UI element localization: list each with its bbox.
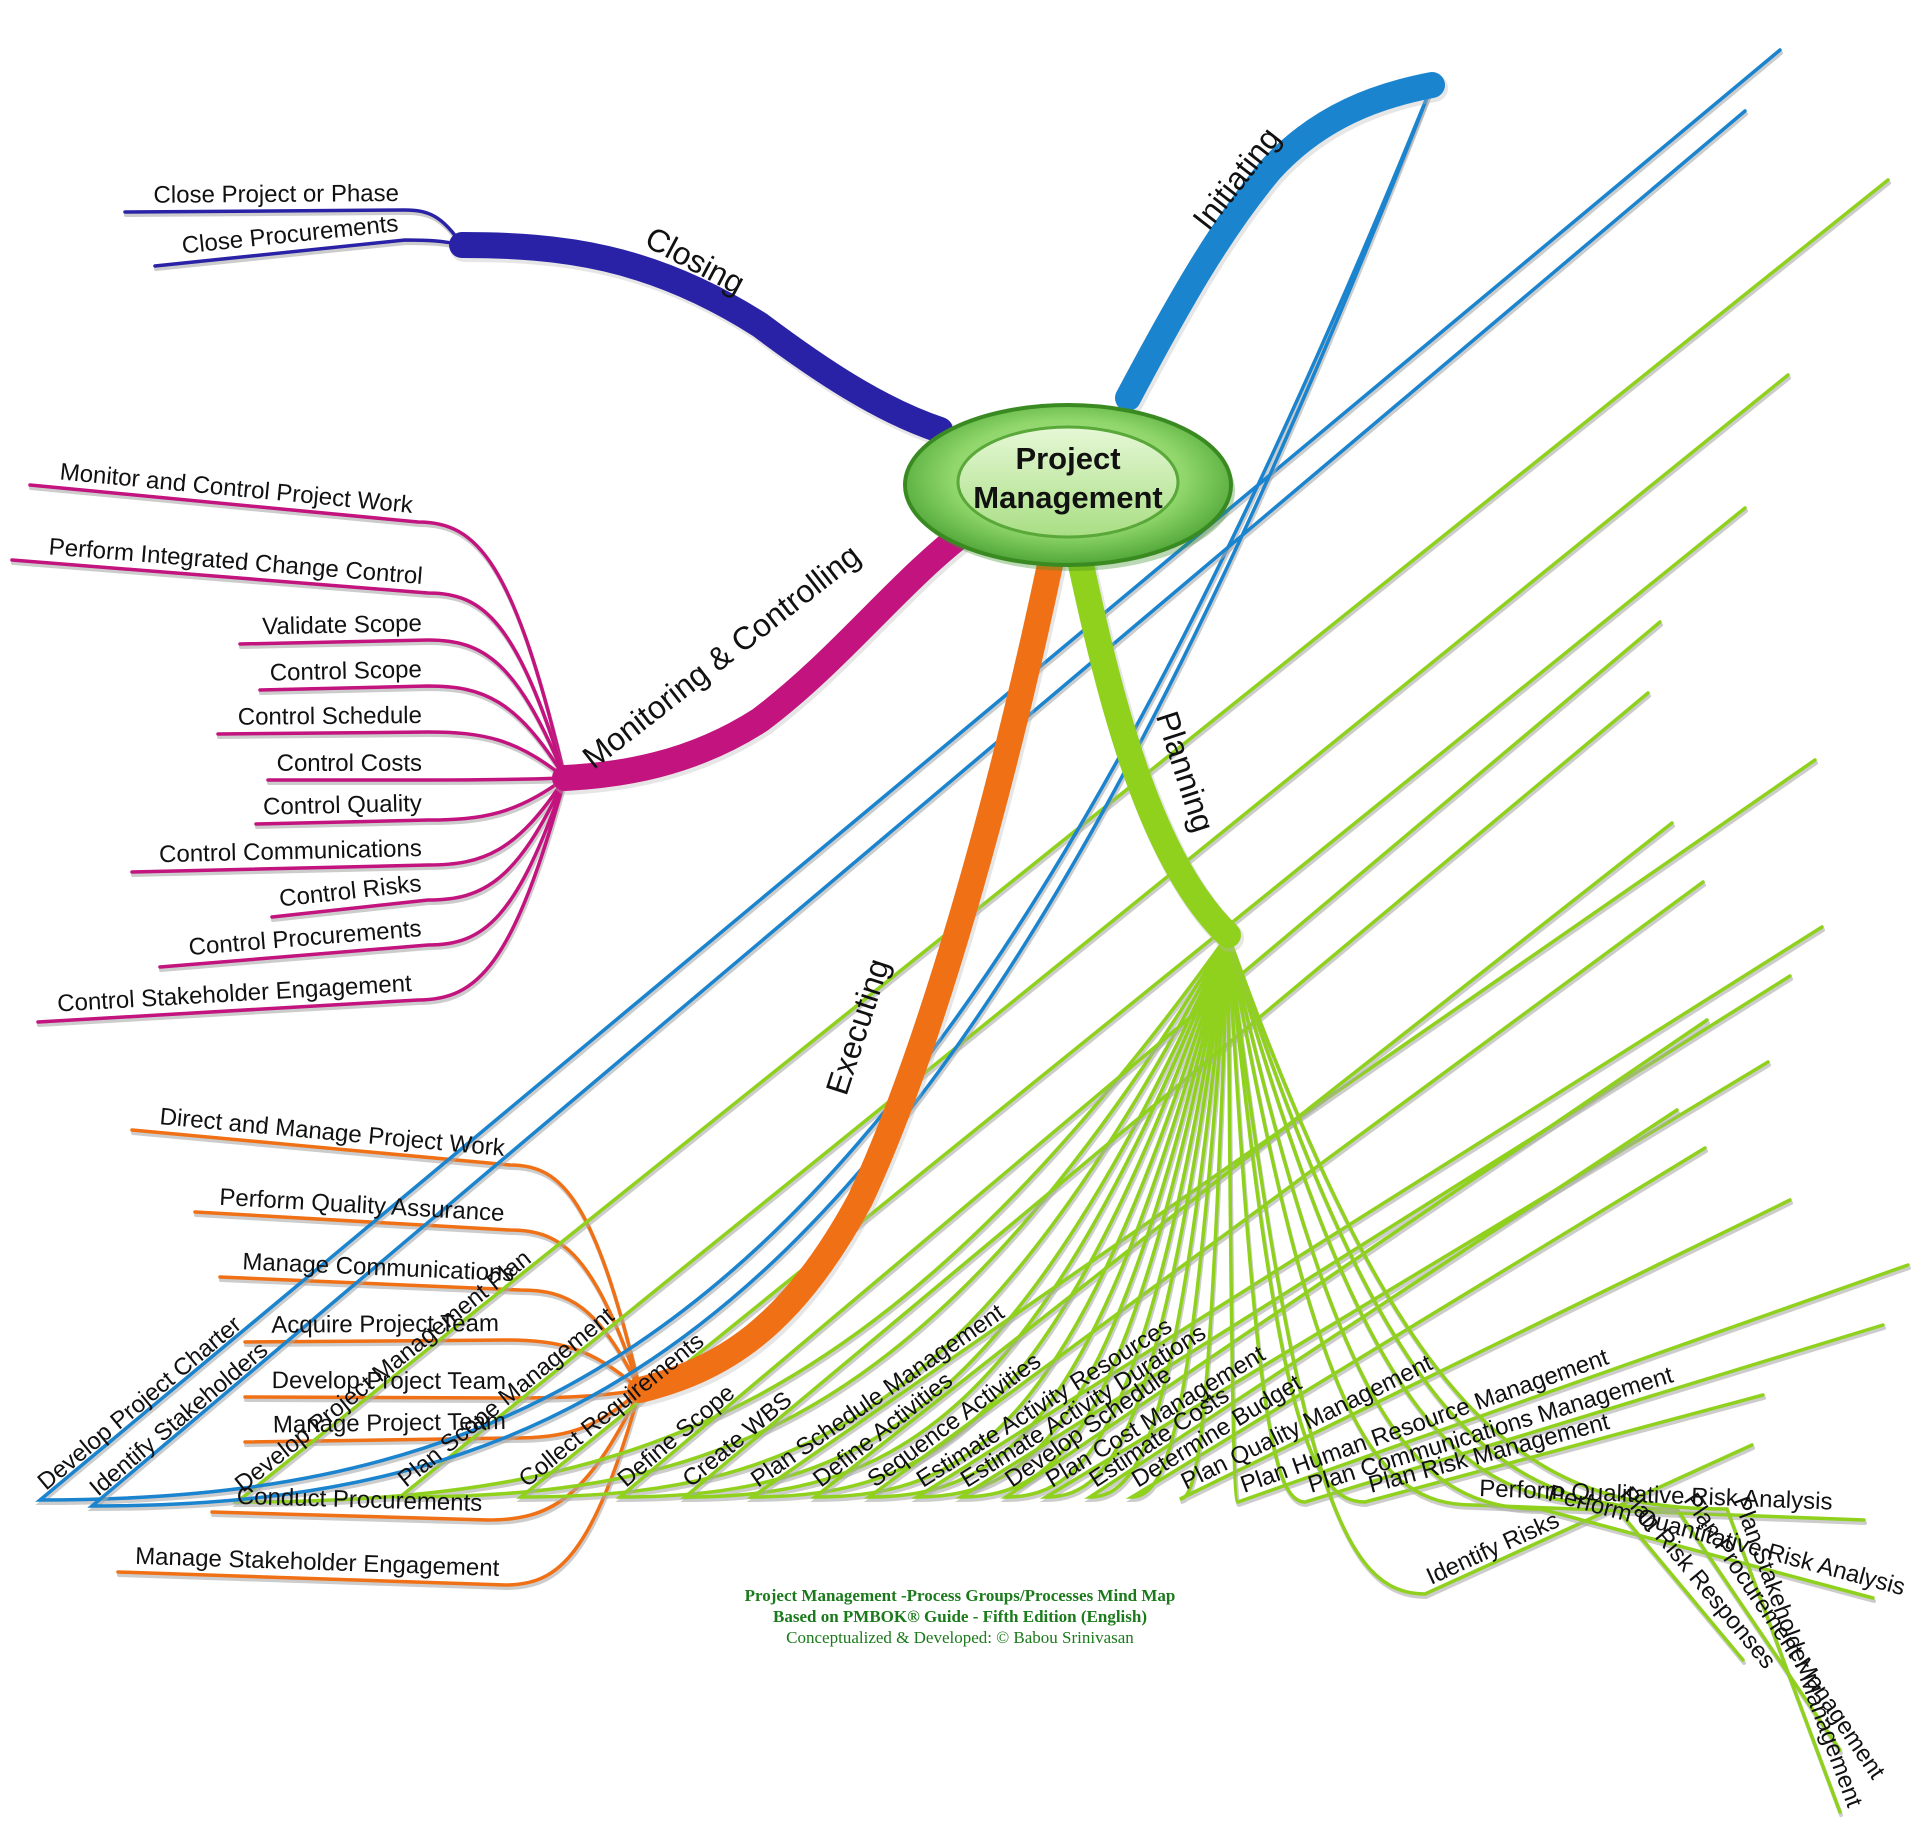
leaf-monitoring-5[interactable]: Control Costs bbox=[277, 750, 422, 777]
link-planning-12 bbox=[1084, 933, 1679, 1499]
link-initiating-1 bbox=[87, 83, 1747, 1508]
link-executing-4 bbox=[243, 1388, 642, 1400]
link-initiating-0 bbox=[35, 48, 1782, 1502]
link-planning-14 bbox=[1179, 933, 1792, 1501]
link-monitoring-9 bbox=[158, 776, 567, 969]
link-planning-11 bbox=[1039, 933, 1770, 1499]
trunk-closing bbox=[449, 232, 953, 443]
link-planning-0 bbox=[232, 178, 1890, 1504]
link-planning-13 bbox=[1125, 933, 1707, 1499]
link-monitoring-6 bbox=[254, 776, 567, 826]
link-monitoring-8 bbox=[270, 776, 567, 919]
link-planning-10 bbox=[1000, 933, 1709, 1499]
leaf-executing-6[interactable]: Conduct Procurements bbox=[236, 1483, 482, 1517]
link-monitoring-10 bbox=[36, 776, 567, 1024]
leaf-planning-18[interactable]: Identify Risks bbox=[1422, 1507, 1563, 1591]
link-planning-2 bbox=[516, 506, 1747, 1499]
link-planning-17 bbox=[1226, 933, 1765, 1504]
leaf-monitoring-2[interactable]: Validate Scope bbox=[262, 610, 422, 640]
leaf-monitoring-3[interactable]: Control Scope bbox=[269, 656, 422, 687]
link-planning-7 bbox=[863, 880, 1705, 1499]
link-planning-18 bbox=[1226, 933, 1754, 1596]
link-planning-22 bbox=[1226, 933, 1842, 1752]
link-planning-23 bbox=[1226, 933, 1842, 1814]
credits-footer: Project Management -Process Groups/Proce… bbox=[0, 1585, 1920, 1648]
link-monitoring-5 bbox=[266, 776, 567, 782]
link-planning-1 bbox=[395, 373, 1790, 1499]
link-planning-6 bbox=[809, 821, 1674, 1499]
central-node-title-line1: Project bbox=[1015, 441, 1120, 476]
trunk-initiating bbox=[1115, 72, 1445, 411]
leaf-executing-5[interactable]: Manage Project Team bbox=[273, 1408, 506, 1438]
link-monitoring-4 bbox=[216, 730, 567, 780]
trunk-executing bbox=[627, 552, 1063, 1403]
trunk-planning bbox=[1067, 547, 1241, 948]
link-executing-5 bbox=[243, 1388, 642, 1444]
footer-title: Project Management -Process Groups/Proce… bbox=[744, 1586, 1176, 1605]
leaf-executing-3[interactable]: Acquire Project Team bbox=[271, 1310, 499, 1339]
branch-links bbox=[10, 48, 1911, 1817]
central-node[interactable]: Project Management bbox=[903, 403, 1235, 571]
link-executing-3 bbox=[243, 1338, 642, 1392]
link-planning-19 bbox=[1226, 933, 1866, 1522]
link-executing-1 bbox=[193, 1210, 642, 1392]
link-planning-20 bbox=[1226, 933, 1875, 1600]
leaf-monitoring-0[interactable]: Monitor and Control Project Work bbox=[59, 458, 415, 519]
link-executing-7 bbox=[116, 1388, 642, 1587]
link-monitoring-1 bbox=[10, 558, 567, 780]
central-node-title-line2: Management bbox=[973, 480, 1162, 515]
link-planning-8 bbox=[910, 925, 1824, 1499]
link-monitoring-0 bbox=[28, 483, 567, 780]
footer-subtitle: Based on PMBOK® Guide - Fifth Edition (E… bbox=[772, 1607, 1147, 1626]
link-planning-5 bbox=[746, 758, 1817, 1499]
leaf-executing-4[interactable]: Develop Project Team bbox=[272, 1367, 506, 1395]
leaf-closing-0[interactable]: Close Project or Phase bbox=[153, 180, 399, 209]
leaf-monitoring-7[interactable]: Control Communications bbox=[159, 835, 422, 868]
link-monitoring-2 bbox=[238, 638, 567, 780]
branch-trunks bbox=[449, 72, 1448, 1407]
link-planning-15 bbox=[1226, 933, 1910, 1504]
link-monitoring-3 bbox=[258, 684, 567, 780]
leaf-monitoring-6[interactable]: Control Quality bbox=[263, 790, 422, 821]
link-planning-21 bbox=[1226, 933, 1745, 1662]
link-planning-16 bbox=[1226, 933, 1885, 1504]
link-monitoring-7 bbox=[130, 776, 567, 874]
trunk-monitoring bbox=[552, 515, 983, 791]
footer-credit: Conceptualized & Developed: © Babou Srin… bbox=[786, 1628, 1134, 1647]
link-planning-9 bbox=[954, 933, 1792, 1499]
leaf-monitoring-4[interactable]: Control Schedule bbox=[238, 702, 422, 731]
link-executing-2 bbox=[218, 1275, 642, 1392]
